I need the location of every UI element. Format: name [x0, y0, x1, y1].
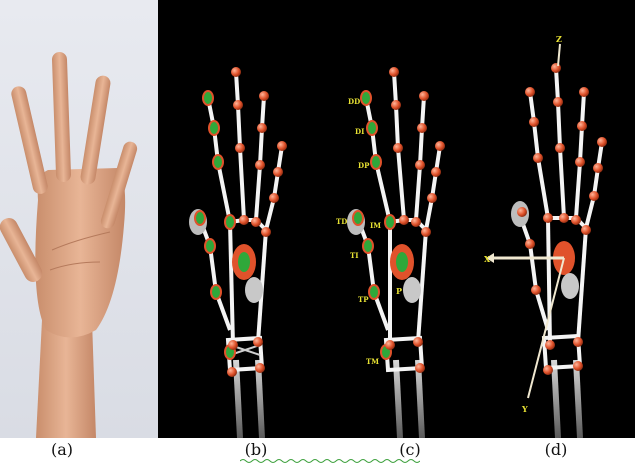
hand-model-panel-b [158, 0, 318, 438]
label-tm: TM [366, 357, 379, 366]
label-im-upper: IM [370, 221, 381, 230]
label-di: DI [355, 127, 364, 136]
hand-photo-panel [0, 0, 158, 438]
label-tp: TP [358, 295, 369, 304]
axis-y-label: Y [521, 404, 528, 414]
label-ti: TI [350, 251, 358, 260]
label-td: TD [336, 217, 347, 226]
caption-a: (a) [42, 440, 82, 460]
hand-skeleton-c: DD DI DP TD IM TI TP P TM [318, 0, 478, 438]
caption-d: (d) [536, 440, 576, 460]
axis-x-label: X [484, 254, 491, 264]
caption-c: (c) [390, 440, 430, 460]
caption-b: (b) [236, 440, 276, 460]
hand-model-panel-c: DD DI DP TD IM TI TP P TM [318, 0, 478, 438]
label-p: P [396, 286, 402, 296]
spellcheck-squiggle [240, 458, 420, 464]
label-dp: DP [358, 161, 370, 170]
hand-skeleton-d: Z X Y [478, 0, 635, 438]
label-dd: DD [348, 97, 360, 106]
hand-model-panel-d: Z X Y [478, 0, 635, 438]
axis-z-label: Z [556, 34, 562, 44]
hand-photo [0, 0, 158, 438]
hand-skeleton-b [158, 0, 318, 438]
